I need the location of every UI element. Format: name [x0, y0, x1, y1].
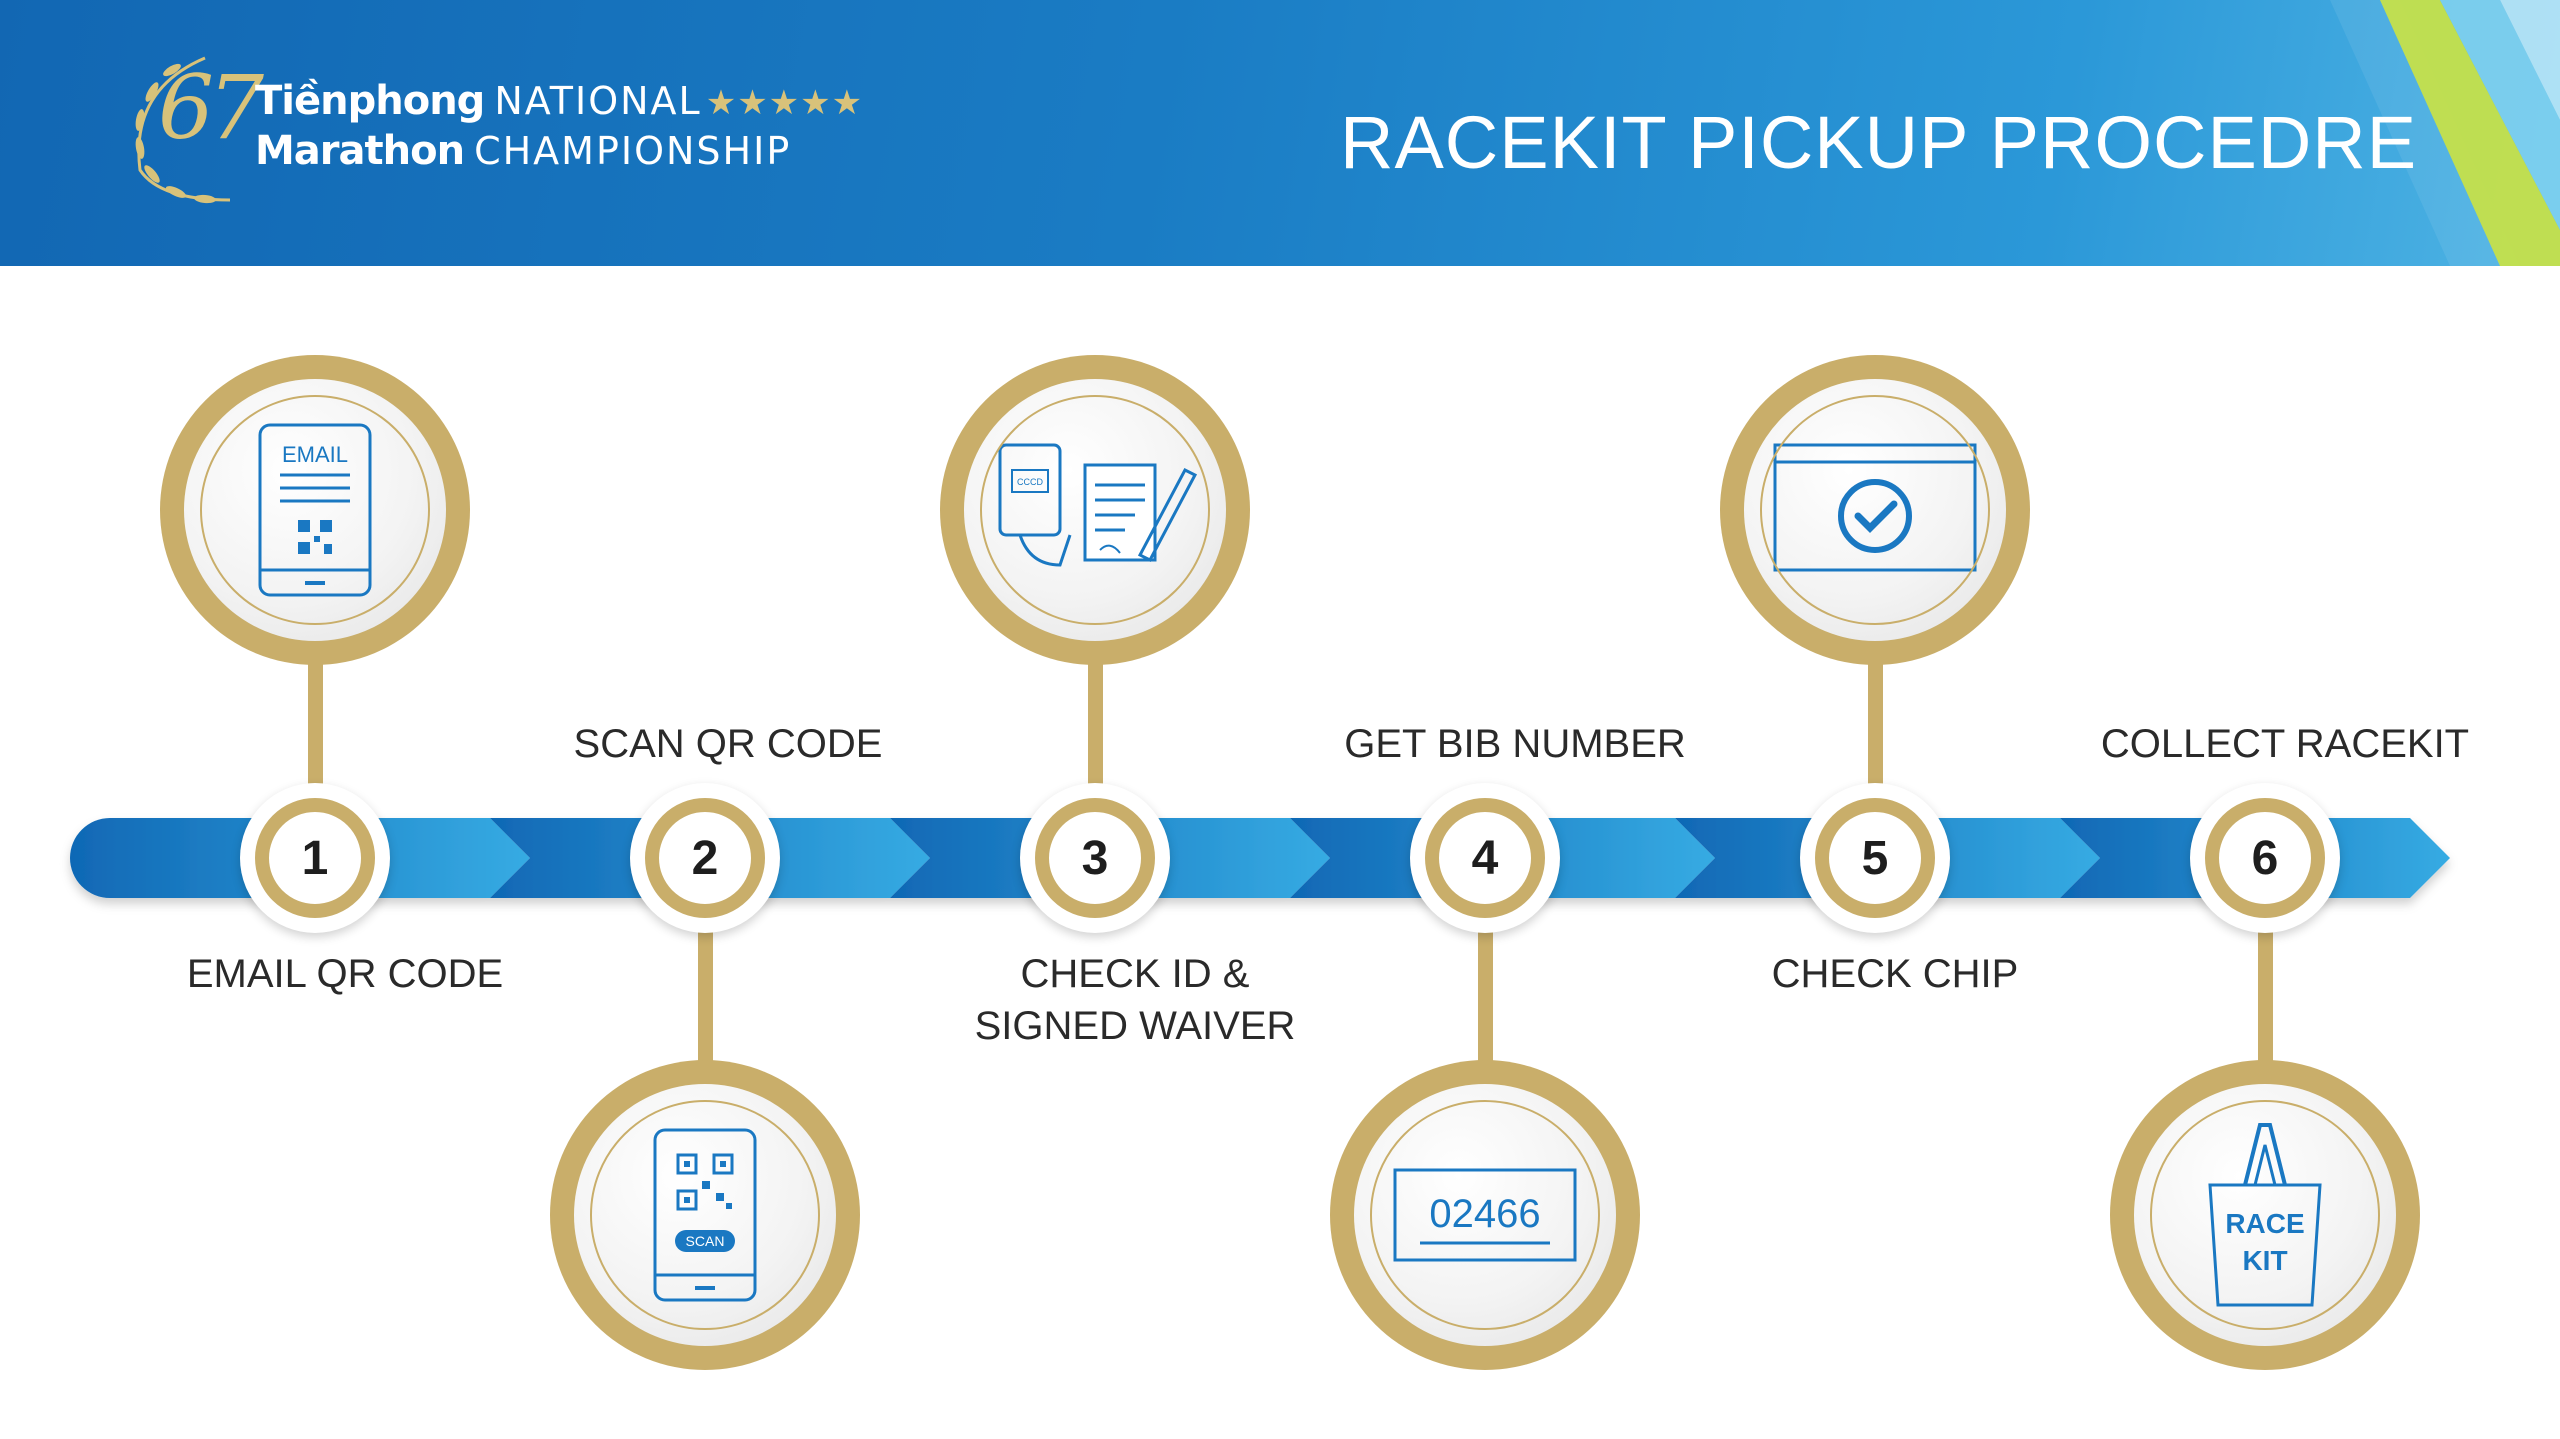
- step-number-1: 1: [240, 783, 390, 933]
- id-card-text: CCCD: [1017, 477, 1043, 487]
- step-label-2: SCAN QR CODE: [573, 722, 883, 766]
- check-window-icon: [1773, 443, 1977, 572]
- logo-brand-1: Tiềnphong: [255, 78, 485, 124]
- laurel-icon: [135, 56, 231, 204]
- logo-edition-number: 67: [158, 56, 264, 159]
- step-label-3: CHECK ID & SIGNED WAIVER: [975, 948, 1296, 1052]
- connector-stem-4: [1478, 930, 1493, 1090]
- connector-stem-2: [698, 930, 713, 1090]
- logo-word-national: NATIONAL: [494, 79, 702, 123]
- race-kit-bag-icon: RACE KIT: [2208, 1123, 2322, 1307]
- step-label-4: GET BIB NUMBER: [1344, 722, 1686, 766]
- email-icon-text: EMAIL: [282, 442, 348, 467]
- bib-number-icon: 02466: [1393, 1168, 1577, 1262]
- step-number-3: 3: [1020, 783, 1170, 933]
- race-kit-text-1: RACE: [2225, 1208, 2304, 1239]
- step-icon-circle-4: 02466: [1330, 1060, 1640, 1370]
- step-number-6: 6: [2190, 783, 2340, 933]
- step-number-4: 4: [1410, 783, 1560, 933]
- race-kit-text-2: KIT: [2242, 1245, 2287, 1276]
- step-number-text: 4: [1471, 831, 1499, 885]
- scan-phone-icon: SCAN: [653, 1128, 757, 1302]
- bib-number-text: 02466: [1429, 1192, 1540, 1236]
- step-number-text: 2: [691, 831, 719, 885]
- scan-icon-text: SCAN: [686, 1233, 725, 1249]
- step-label-3-line-1: CHECK ID &: [1020, 952, 1250, 996]
- step-icon-circle-5: [1720, 355, 2030, 665]
- header-decoration: [2330, 0, 2560, 266]
- step-number-text: 6: [2251, 831, 2279, 885]
- step-number-text: 3: [1081, 831, 1109, 885]
- step-number-5: 5: [1800, 783, 1950, 933]
- step-icon-circle-6: RACE KIT: [2110, 1060, 2420, 1370]
- step-label-6: COLLECT RACEKIT: [2100, 722, 2470, 766]
- step-number-text: 5: [1861, 831, 1889, 885]
- page-title: RACEKIT PICKUP PROCEDRE: [1340, 101, 2418, 184]
- email-phone-icon: EMAIL: [258, 423, 372, 597]
- step-label-1: EMAIL QR CODE: [186, 952, 504, 996]
- logo-word-championship: CHAMPIONSHIP: [474, 129, 792, 173]
- step-icon-circle-1: EMAIL: [160, 355, 470, 665]
- step-label-3-line-2: SIGNED WAIVER: [974, 1004, 1296, 1048]
- id-waiver-icon: CCCD: [998, 443, 1198, 567]
- step-label-5: CHECK CHIP: [1771, 952, 2019, 996]
- logo-stars-icon: ★★★★★: [705, 83, 864, 123]
- step-icon-circle-2: SCAN: [550, 1060, 860, 1370]
- step-number-2: 2: [630, 783, 780, 933]
- step-number-text: 1: [301, 831, 329, 885]
- step-icon-circle-3: CCCD: [940, 355, 1250, 665]
- logo-brand-2: Marathon: [255, 128, 465, 174]
- connector-stem-6: [2258, 930, 2273, 1090]
